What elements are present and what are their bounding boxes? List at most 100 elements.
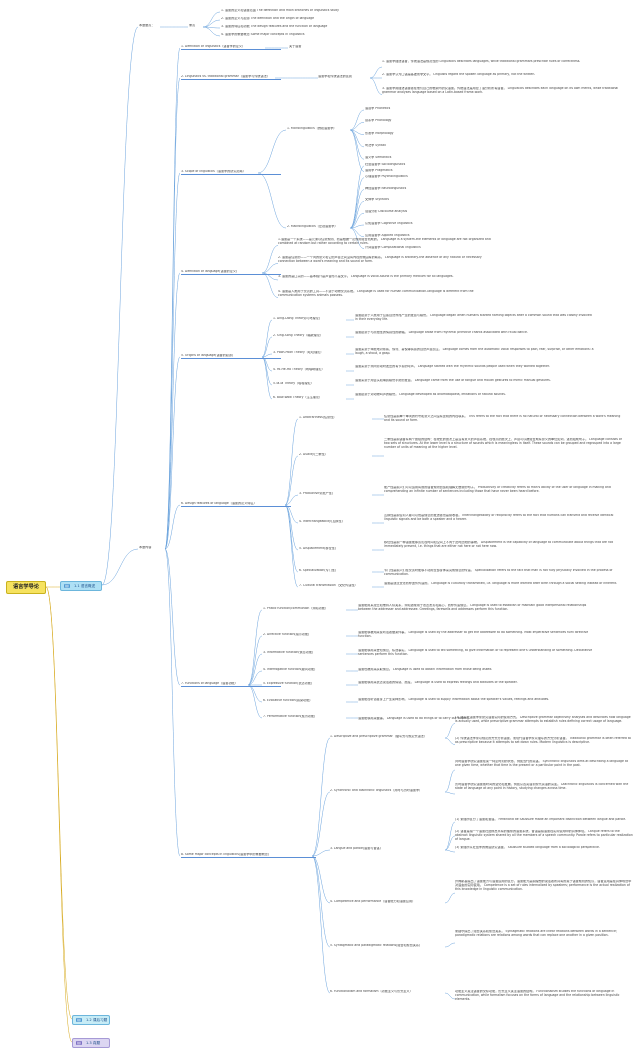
topic-5-note-1[interactable]: 语言起源于人类用于应答自然界而产生的发音与模仿。 Language began … [355, 314, 592, 321]
topic-5-note-3[interactable]: 语言来源于本能地对疼痛、惊讶、喜悦等情感的自然声音反应。 Language co… [355, 348, 594, 355]
topic-4-note-1[interactable]: 1.语言是一个系统——是元素以任意规则、而是根据一定规则组合而成的。 Langu… [278, 238, 491, 245]
topic-5-note-4[interactable]: 语言来源于共同劳动时发出的有节奏的呼声。 Language started wi… [355, 365, 550, 368]
key-point-3[interactable]: 3. 语言的特征和功能 The design features and the … [221, 25, 328, 28]
topic-6-sub-2[interactable]: 2. Duality(二重性) [299, 453, 326, 456]
topic-6-note-5[interactable]: 移位性是指一种语言能够谈论在时间和空间上不同于此时此地的事物。 Displace… [384, 541, 614, 548]
micro-item-2[interactable]: 音系学 Phonology [365, 119, 392, 123]
topic-2[interactable]: 2. Linguistics vs. traditional grammar（语… [181, 75, 281, 80]
topic-8-sub-3[interactable]: 3. Langue and parole(语言与言语) [330, 847, 381, 850]
topic-6-sub-6[interactable]: 6. Specialization(专门性) [299, 569, 337, 572]
macro-item-7[interactable]: 应用语言学 Applied linguistics [365, 233, 410, 237]
topic-7-note-7[interactable]: 语言能够用来做事。 Language is used to do things … [358, 717, 470, 720]
topic-6-sub-3[interactable]: 3. Productivity(能产性) [299, 492, 333, 495]
topic-8-note-8[interactable]: 乔姆斯基提出了语言能力与语言运用的区分。语言能力是指理想的说话者所具有的关于语言… [455, 880, 632, 891]
topic-6-sub-5[interactable]: 5. Displacement(移位性) [299, 547, 336, 550]
topic-7-note-2[interactable]: 语言能够被用来使听话者做某件事。 Language is used by the… [358, 631, 589, 638]
topic-5-note-5[interactable]: 语言来源于用舌头和嘴唇模仿手势的发音。 Language came from t… [355, 379, 551, 382]
root-node[interactable]: 语言学导论 [6, 581, 46, 594]
topic-6[interactable]: 6. Design features of language（语言的定义特征） [181, 502, 291, 507]
topic-4-note-3[interactable]: 3. 语言的是口头的——基本媒介是声音而不是文字。 Language is vo… [278, 275, 454, 278]
topic-1-leaf[interactable]: 关于语言 [289, 45, 302, 48]
topic-8-sub-1[interactable]: 1. Descriptive and prescriptive grammar（… [330, 735, 427, 738]
topic-8-note-2[interactable]: (2) 传统语法学家以规定的方式分析语言，而现代语言学家以描写的方式分析语言。 … [455, 737, 631, 744]
topic-7-sub-6[interactable]: 6. Evocative function(感染功能) [263, 699, 311, 702]
topic-7-sub-2[interactable]: 2. Directive function(指示功能) [263, 633, 310, 636]
topic-6-note-2[interactable]: 二重性是指语言有两个层级的结构：在较低的层次上是没有意义的声音系统，在较高的层次… [384, 438, 622, 449]
topic-6-sub-1[interactable]: 1. Arbitrariness(任意性) [299, 416, 335, 419]
macro-item-8[interactable]: 计算语言学 Computational linguistics [365, 245, 421, 249]
topic-5-sub-6[interactable]: 6. Bow-Wow Theory（汪汪理论） [273, 396, 323, 399]
topic-2-note-3[interactable]: 3. 语言学用描述语言者在他们自己的框架内研究语言。传统语法是用拉丁语分析所有语… [382, 87, 619, 94]
topic-3-micro[interactable]: 1. Microlinguistics（微观语言学） [287, 127, 337, 130]
topic-7-sub-4[interactable]: 4. Interrogative function(疑问功能) [263, 668, 316, 671]
topic-5-note-6[interactable]: 语言起源于对动物叫声的模仿。 Language developed as ono… [355, 393, 506, 396]
topic-8-sub-4[interactable]: 4. Competence and performance（语言能力和语言应用） [330, 900, 416, 903]
key-point-2[interactable]: 2. 语言的定义与起源 The definition and the origi… [221, 17, 314, 20]
topic-5-note-2[interactable]: 语言起源于与原始性的情感性的歌唱。 Language arose from rh… [355, 331, 528, 334]
micro-item-6[interactable]: 语用学 Pragmatics [365, 168, 393, 172]
macro-item-4[interactable]: 文体学 Stylistics [365, 198, 389, 202]
topic-6-note-1[interactable]: 任意性是指单个单词的符号和意义之间没有逻辑的内在联系。 This refers … [384, 415, 621, 422]
topic-8-note-10[interactable]: 功能主义关注语言的交际功能，形式主义关注语言的结构。 Functionalism… [455, 990, 620, 1001]
macro-item-5[interactable]: 话语分析 Discourse analysis [365, 210, 408, 214]
topic-5-sub-1[interactable]: 1. Ding-Dong Theory(叮咚理论) [273, 317, 320, 320]
micro-item-5[interactable]: 语义学 Semantics [365, 156, 392, 160]
topic-5-sub-4[interactable]: 4. Yo-He-Ho Theory（哟嘿嗬理论） [273, 368, 325, 371]
topic-5-sub-5[interactable]: 5.Ta-Ta Theory（嗒嗒理论） [273, 382, 314, 385]
topic-4[interactable]: 4. Definition of language(语言的定义) [181, 270, 281, 275]
topic-8-sub-5[interactable]: 5. Syntagmatic and paradigmatic relation… [330, 944, 421, 947]
topic-5[interactable]: 5. Origins of language(语言的起源) [181, 354, 281, 359]
topic-7-note-4[interactable]: 语言也被用来获取信息。 Language is used to obtain i… [358, 668, 493, 671]
micro-item-4[interactable]: 句法学 Syntax [365, 143, 386, 147]
topic-4-note-4[interactable]: 4. 语言是人类用于交流的工具——不适于动物交流系统。 Language is … [278, 290, 474, 297]
topic-7-sub-1[interactable]: 1. Phatic function/communion（寒暄功能） [263, 607, 328, 610]
macro-item-1[interactable]: 社会语言学 Sociolinguistics [365, 163, 406, 166]
macro-item-2[interactable]: 心理语言学 Psycholinguistics [365, 174, 408, 178]
topic-6-note-6[interactable]: 专门性是指人们在交谈时能够不动用全部身体来完成信息的传递。 Specializa… [384, 569, 613, 576]
topic-7-sub-3[interactable]: 3. Informative function(信息功能) [263, 651, 314, 654]
topic-7-note-6[interactable]: 语言能在听话者身上产生某种影响。 Language is used to sup… [358, 698, 550, 701]
topic-6-note-4[interactable]: 互换性是指任何人都可以既是信息的发送者也是接收者。 Interchangeabi… [384, 514, 614, 521]
topic-3-macro[interactable]: 2. Macrolinguistics（宏观语言学） [287, 225, 338, 228]
topic-7-note-5[interactable]: 语言能够用来表达说话者的情感、态度。 Language is used to e… [358, 681, 518, 684]
topic-8-note-7[interactable]: (3) 索绪尔从社会学的角度研究语言。 Saussure studied lan… [455, 846, 600, 849]
group-main-content[interactable]: 本章内容 [139, 546, 152, 549]
topic-6-sub-7[interactable]: 7. Cultural transmission（文化传递性） [299, 584, 358, 587]
key-point-4[interactable]: 4. 语言学的重要概念 Some major concepts in lingu… [221, 33, 305, 36]
topic-8-note-3[interactable]: 共时语言学研究语言在某一特定时刻的状态，例如当代的英语。 Synchronic … [455, 760, 628, 767]
section-pill-2[interactable]: ▤1.2 课后习题 [72, 1015, 110, 1025]
topic-7-note-1[interactable]: 语言能用来建立和维持人际关系，寒暄通常用于表达友善和关心，而非传递信息。 Lan… [358, 604, 587, 611]
topic-5-sub-3[interactable]: 3. Pooh-Pooh Theory（呸呸理论） [273, 351, 324, 354]
topic-8-sub-2[interactable]: 2. Synchronic and diachronic linguistics… [330, 789, 423, 792]
topic-8-note-4[interactable]: 历时语言学研究语言随时间的变化和发展，例如从古英语到现代英语的演变。 Diach… [455, 783, 629, 790]
topic-8-note-6[interactable]: (2) 语言是指一个语言社团成员共有的抽象的语言系统，言语是指语言在实际使用中的… [455, 830, 633, 841]
key-points-label[interactable]: 重点 [189, 24, 196, 27]
topic-2-note-1[interactable]: 1. 语言学描述语言，传统语法是规范性的 Linguistics describ… [382, 60, 581, 63]
topic-8[interactable]: 8. Some major concepts in linguistics(语言… [181, 853, 316, 858]
micro-item-3[interactable]: 形态学 Morphology [365, 131, 394, 135]
topic-3[interactable]: 3. Scope of linguistics（语言学的研究范畴） [181, 170, 281, 175]
group-key-points[interactable]: 本章要点： [139, 24, 155, 27]
topic-6-note-3[interactable]: 能产性是指人们可以运用有限的语言规则创造和理解无数新的句子。 Productiv… [384, 486, 611, 493]
topic-6-note-7[interactable]: 语言是通过文化而非遗传传递的。 Language is culturally t… [384, 582, 618, 585]
macro-item-6[interactable]: 认知语言学 Cognitive linguistics [365, 222, 413, 225]
topic-5-sub-2[interactable]: 2. Sing-Song Theory（唱歌理论） [273, 334, 323, 337]
topic-8-sub-6[interactable]: 6. Functionalism and formalism（功能主义与形式主义… [330, 990, 413, 993]
topic-2-sub[interactable]: 语言学和传统语法的区别 [318, 75, 353, 78]
section-pill-3[interactable]: ▤1.3 真题 [72, 1038, 110, 1048]
topic-2-note-2[interactable]: 2. 语言学认为口语是基础而非文字。 Linguists regard the … [382, 73, 536, 76]
macro-item-3[interactable]: 神经语言学 Neurolinguistics [365, 186, 407, 190]
topic-4-note-2[interactable]: 2. 语言是任意的——一个词的意义和它的声音之间没有内在的或固有的联系。 Lan… [278, 256, 482, 263]
micro-item-1[interactable]: 语音学 Phonetics [365, 107, 391, 110]
topic-7-sub-5[interactable]: 5. Expressive function(表达功能) [263, 682, 313, 685]
topic-1[interactable]: 1. Definition of linguistics（语言学的定义） [181, 45, 281, 50]
topic-6-sub-4[interactable]: 4. Interchangeability(互换性) [299, 520, 343, 523]
key-point-1[interactable]: 1. 语言的定义和语言范围 The definition and main br… [221, 9, 339, 12]
topic-8-note-5[interactable]: (1) 索绪尔区分了语言和言语。 Ferdinand de Saussure m… [455, 818, 627, 821]
topic-7-note-3[interactable]: 语言能够用来告知信息、陈述事实。 Language is used to tel… [358, 649, 593, 656]
topic-8-note-1[interactable]: (1) 描写式语言学家研究语言实际的使用方式。 Descriptive gram… [455, 716, 631, 723]
topic-7[interactable]: 7. Functions of language（语言功能） [181, 682, 281, 687]
topic-8-note-9[interactable]: 索绪尔提出了组合关系和聚合关系。 Syntagmatic relations a… [455, 930, 617, 937]
section-pill-1[interactable]: ▤1.1 语言概述 [60, 581, 102, 591]
topic-7-sub-7[interactable]: 7. Performative function(施为功能) [263, 715, 316, 718]
